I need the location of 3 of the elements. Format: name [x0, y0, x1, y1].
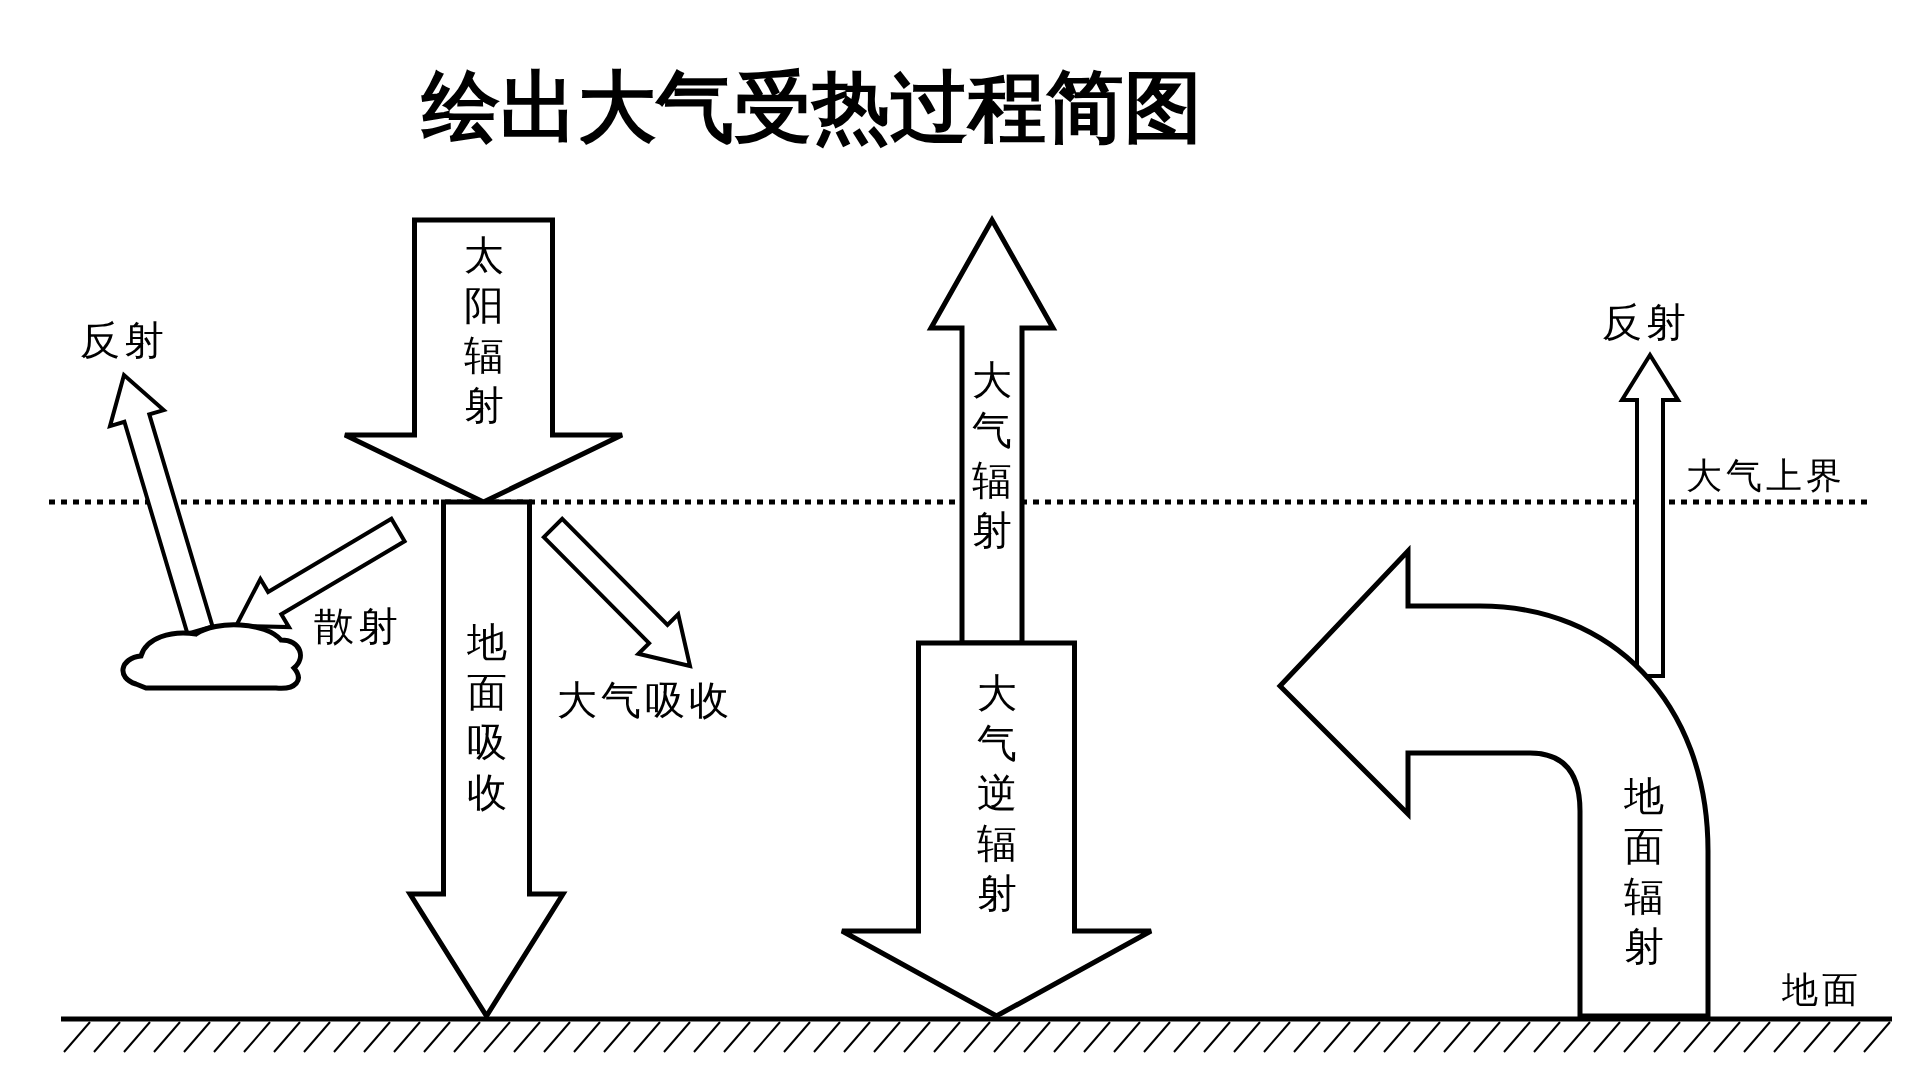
block-arrow — [1618, 351, 1682, 678]
title: 绘出大气受热过程简图 — [422, 62, 1202, 152]
block-arrow — [540, 515, 693, 669]
